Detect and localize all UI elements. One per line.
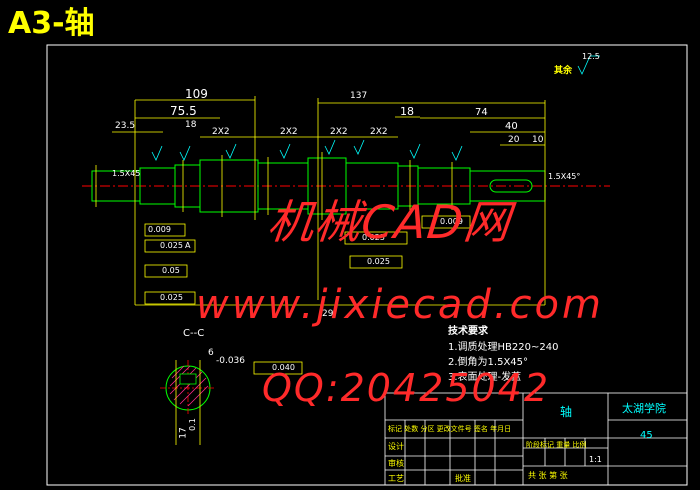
watermark-line-2: www.jixiecad.com — [196, 282, 604, 328]
dim-2x2-3: 2X2 — [330, 127, 348, 137]
dim-75-5: 75.5 — [170, 104, 197, 118]
chamfer-left: 1.5X45 — [112, 169, 141, 178]
shaft-profile — [91, 157, 546, 215]
dim-2x2-4: 2X2 — [370, 127, 388, 137]
horizontal-dimension-lines — [112, 96, 546, 306]
tb-process: 工艺 — [388, 474, 404, 483]
sheet-border — [46, 44, 688, 486]
tb-stage-row: 阶段标记 重量 比例 — [526, 441, 587, 449]
tolerance-frames — [144, 215, 471, 375]
watermark-line-3: QQ:20425042 — [262, 366, 551, 410]
sheet-title: A3-轴 — [8, 6, 95, 41]
tb-approve: 批准 — [455, 474, 471, 483]
dim-29: 29 — [322, 309, 334, 319]
tol-05: 0.05 — [162, 266, 180, 275]
diameter-dimensions — [95, 152, 453, 220]
part-name: 轴 — [560, 405, 573, 419]
dim-23-5: 23.5 — [115, 121, 136, 131]
scale: 1:1 — [589, 455, 602, 464]
dim-0-1: 0.1 — [187, 418, 197, 431]
tol-009-right: 0.009 — [440, 217, 463, 226]
material: 45 — [640, 430, 653, 441]
tech-item-3: 3.表面处理-发蓝 — [448, 372, 522, 383]
tol-036: -0.036 — [216, 356, 246, 366]
dim-6: 6 — [208, 348, 214, 358]
tech-item-2: 2.倒角为1.5X45° — [448, 357, 529, 368]
tb-header-row: 标记 处数 分区 更改文件号 签名 年月日 — [388, 425, 512, 433]
datum-a: A — [185, 241, 191, 250]
tech-heading: 技术要求 — [448, 326, 488, 337]
dim-74: 74 — [475, 107, 488, 118]
section-view — [160, 360, 216, 445]
dim-109: 109 — [185, 87, 208, 101]
roughness-symbols — [151, 55, 600, 161]
tb-designer: 设计 — [388, 442, 404, 451]
dim-2x2-1: 2X2 — [212, 127, 230, 137]
dim-10: 10 — [532, 135, 544, 145]
dim-137: 137 — [350, 91, 368, 101]
watermark-line-1: 机械CAD网 — [264, 195, 514, 249]
dim-18-right: 18 — [400, 105, 414, 118]
dim-40: 40 — [505, 121, 518, 132]
roughness-note: 其余 — [554, 66, 573, 76]
section-label: C--C — [183, 328, 205, 339]
tb-sheets-row: 共 张 第 张 — [528, 471, 568, 480]
school-name: 太湖学院 — [622, 402, 666, 415]
tol-025-2: 0.025 — [160, 293, 183, 302]
dim-2x2-2: 2X2 — [280, 127, 298, 137]
tol-009-left: 0.009 — [148, 225, 171, 234]
tb-review: 审核 — [388, 459, 404, 468]
tech-item-1: 1.调质处理HB220~240 — [448, 342, 559, 353]
tol-025-3: 0.025 — [362, 233, 385, 242]
chamfer-right: 1.5X45° — [548, 172, 581, 181]
tol-025-4: 0.025 — [367, 257, 390, 266]
tol-040: 0.040 — [272, 363, 295, 372]
dim-18-left: 18 — [185, 120, 197, 130]
tol-025-1: 0.025 — [160, 241, 183, 250]
dim-20: 20 — [508, 135, 520, 145]
roughness-value: 12.5 — [582, 52, 600, 61]
title-block — [384, 392, 688, 486]
